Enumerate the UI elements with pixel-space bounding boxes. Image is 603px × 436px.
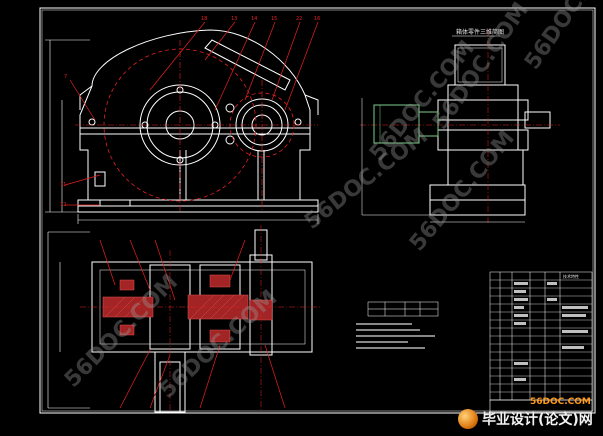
parts-table-rows [490,279,592,393]
drawing-frame [39,7,596,414]
shaft-centerlines [80,225,320,412]
notes-text-lines [356,323,435,349]
title-block [489,399,593,413]
brand-site: 56DOC.COM [530,397,591,407]
svg-text:18: 18 [201,16,207,22]
svg-text:12: 12 [60,202,66,208]
front-view [77,29,319,213]
part-numbers: 18 13 14 15 22 16 7 11 12 [60,16,320,208]
leader-lines [64,21,319,206]
center-lines [75,40,318,212]
motor [373,104,439,144]
svg-text:22: 22 [296,16,302,22]
brand-name: 毕业设计(论文)网 [482,412,593,428]
globe-icon [458,409,478,429]
svg-text:16: 16 [314,16,320,22]
svg-text:11: 11 [60,182,66,188]
parts-table-cells [514,282,588,381]
side-view [360,30,560,225]
brand-logo: 毕业设计(论文)网 56DOC.COM [458,397,593,430]
svg-text:13: 13 [231,16,237,22]
svg-text:7: 7 [64,74,67,80]
view-title: 箱体零件三维简图 [456,28,504,36]
tech-notes [367,301,439,317]
svg-text:15: 15 [271,16,277,22]
dimension-lines [45,39,319,224]
parts-table-title: 技术特性 [563,273,579,279]
dimension-lines-bottom [47,231,90,409]
leader-lines-bottom [99,239,286,409]
svg-text:14: 14 [251,16,257,22]
